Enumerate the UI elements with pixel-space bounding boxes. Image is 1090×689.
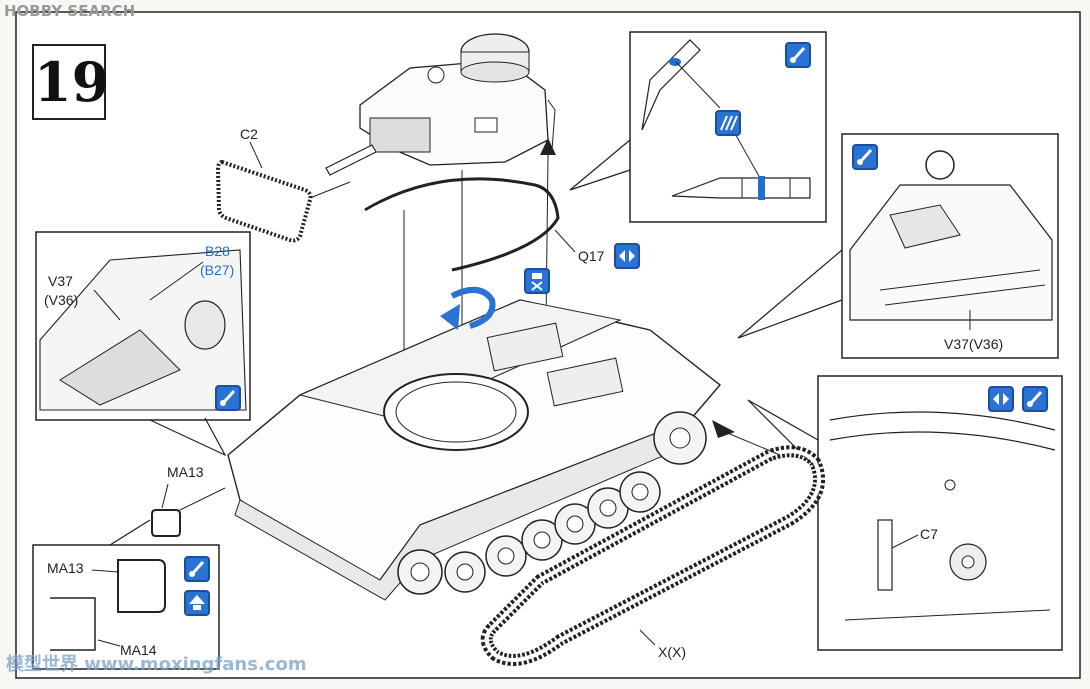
label-track: X(X) [658, 644, 686, 660]
label-v37-v36: V37(V36) [944, 336, 1004, 352]
paint-icon [852, 144, 878, 170]
label-q17: Q17 [578, 248, 605, 264]
assembly-arrow-up [540, 138, 556, 155]
turret [325, 33, 556, 176]
inset-c7-detail [747, 375, 1063, 651]
side-choice-icon [614, 243, 640, 269]
label-ma13-detail: MA13 [47, 560, 84, 576]
optional-part-icon [524, 268, 550, 294]
side-choice-icon [988, 386, 1014, 412]
inset-hull-rear [35, 231, 251, 457]
label-ma13: MA13 [167, 464, 204, 480]
road-wheels [397, 411, 707, 595]
paint-icon [785, 42, 811, 68]
label-v36: (V36) [44, 292, 79, 308]
track-link [480, 420, 825, 666]
label-ma14: MA14 [120, 642, 157, 658]
step-number: 19 [32, 44, 109, 120]
part-ma13 [151, 483, 226, 537]
rotate-arrow-icon [440, 287, 496, 330]
label-b27: (B27) [200, 262, 235, 278]
part-c2 [215, 141, 351, 243]
paint-icon [184, 556, 210, 582]
glue-icon [184, 590, 210, 616]
label-b28: B28 [205, 243, 230, 259]
label-c7: C7 [920, 526, 938, 542]
paint-stripe-icon [715, 110, 741, 136]
tank-hull [227, 299, 722, 601]
label-c2: C2 [240, 126, 258, 142]
watermark-footer: 模型世界 www.moxingfans.com [6, 654, 307, 675]
inset-antenna-mount [737, 133, 1059, 359]
paint-icon [215, 385, 241, 411]
paint-icon [1022, 386, 1048, 412]
label-v37: V37 [48, 273, 73, 289]
watermark-brand: HOBBY SEARCH [4, 2, 136, 20]
